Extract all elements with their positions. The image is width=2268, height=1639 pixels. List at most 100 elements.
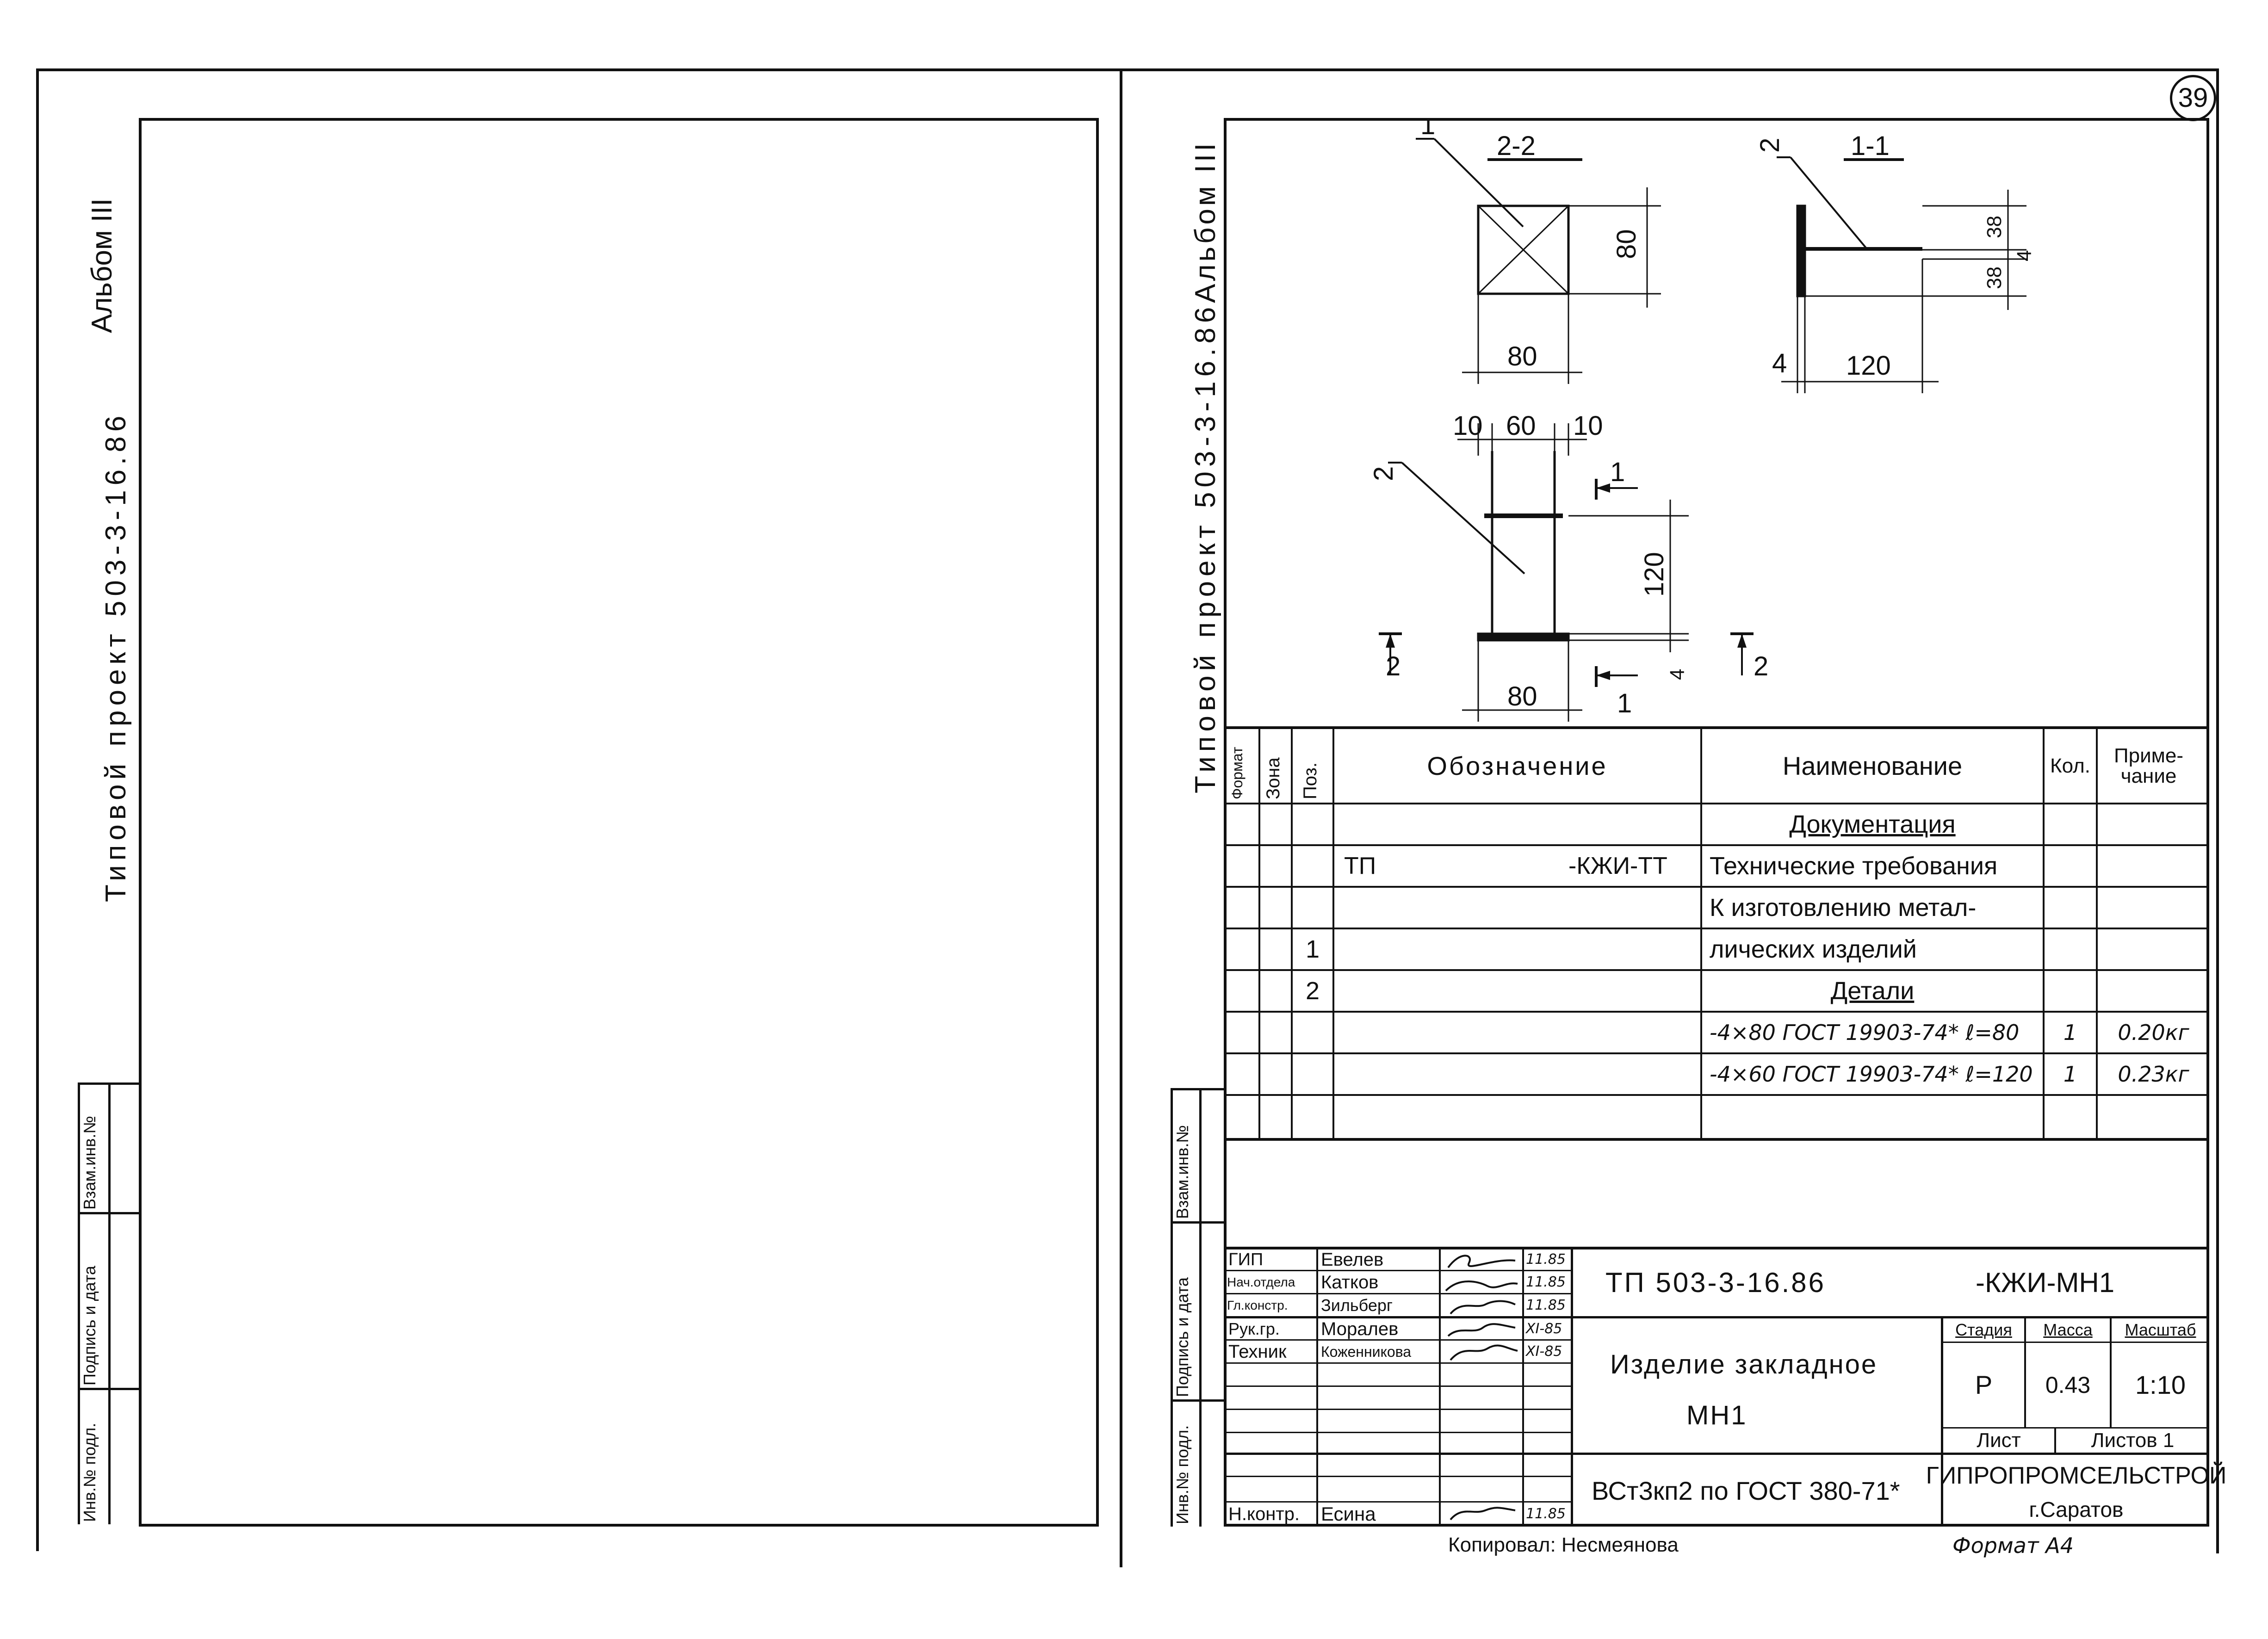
header-name: Наименование: [1782, 751, 1963, 780]
row-5-note: 0.20кг: [2118, 1020, 2189, 1045]
dim-plan-h: 120: [1639, 552, 1669, 597]
left-drawing-frame: [139, 118, 1099, 1527]
name-2: Зильберг: [1321, 1295, 1393, 1315]
date-3: XI-85: [1526, 1320, 1562, 1337]
dim-plan-tl: 10: [1453, 411, 1483, 441]
page-fold-line: [1120, 68, 1122, 1567]
title-line-1: Изделие закладное: [1610, 1349, 1878, 1379]
row-5-qty: 1: [2063, 1020, 2077, 1045]
role-5: Н.контр.: [1228, 1504, 1300, 1524]
date-0: 11.85: [1526, 1251, 1566, 1268]
left-project-label: Типовой проект 503-3-16.86: [100, 411, 132, 902]
section-2-2-plate: [1477, 204, 1570, 295]
signatures: [1445, 1255, 1518, 1521]
row-3-name: лических изделий: [1710, 935, 1917, 963]
header-pos: Поз.: [1300, 762, 1320, 799]
dim-1-1-title: 1-1: [1851, 131, 1890, 161]
row-3-pos: 1: [1305, 935, 1320, 963]
dim-1-1-pos: 2: [1755, 138, 1785, 153]
date-4: XI-85: [1526, 1343, 1562, 1360]
sheets-label: Листов 1: [2091, 1429, 2175, 1452]
right-album-label: Альбом III: [1190, 140, 1221, 303]
doc-code-a: ТП 503-3-16.86: [1605, 1267, 1826, 1298]
right-page-right-edge: [2216, 68, 2219, 1553]
row-5-name: -4×80 ГОСТ 19903-74* ℓ=80: [1710, 1020, 2020, 1045]
role-4: Техник: [1228, 1341, 1287, 1362]
header-designation: Обозначение: [1427, 751, 1608, 780]
dim-2-2-w: 80: [1507, 341, 1537, 371]
dim-1-1-d2: 38: [1983, 266, 2006, 289]
scale-label: Масштаб: [2125, 1320, 2196, 1339]
sheet-number: 39: [2178, 83, 2208, 113]
dim-plan-gap: 4: [1666, 669, 1689, 680]
left-stamp-inv: Инв.№ подл.: [80, 1423, 99, 1522]
dim-2-2-title: 2-2: [1497, 131, 1536, 161]
row-0-name: Документация: [1789, 810, 1956, 838]
format-label: Формат А4: [1952, 1533, 2074, 1558]
mass-value: 0.43: [2045, 1372, 2091, 1398]
name-0: Евелев: [1321, 1249, 1384, 1270]
role-2: Гл.констр.: [1227, 1298, 1288, 1312]
row-6-qty: 1: [2063, 1062, 2077, 1087]
dim-2-2-h: 80: [1611, 229, 1642, 259]
name-1: Катков: [1321, 1272, 1379, 1293]
right-stamp-inv: Инв.№ подл.: [1173, 1425, 1192, 1524]
name-5: Есина: [1321, 1503, 1376, 1525]
doc-code-b: -КЖИ-МН1: [1976, 1267, 2115, 1298]
material: ВСт3кп2 по ГОСТ 380-71*: [1592, 1476, 1900, 1505]
left-stamp-sign: Подпись и дата: [80, 1266, 99, 1385]
leader-pos2-top: [1790, 156, 1868, 250]
header-note: Приме-чание: [2113, 744, 2184, 787]
row-4-pos: 2: [1305, 977, 1320, 1005]
left-album-label: Альбом III: [86, 198, 118, 333]
left-page-left-edge: [36, 68, 39, 1551]
section-1-1-plate: [1796, 204, 1806, 297]
date-1: 11.85: [1526, 1274, 1566, 1290]
city: г.Саратов: [2029, 1497, 2124, 1521]
cut-1-bottom: 1: [1617, 688, 1632, 718]
sheet-number-circle: [2170, 75, 2216, 121]
date-2: 11.85: [1526, 1297, 1566, 1313]
copied-by: Копировал: Несмеянова: [1448, 1534, 1679, 1556]
date-5: 11.85: [1526, 1506, 1566, 1522]
leader-pos1: [1433, 138, 1524, 228]
sheet-label: Лист: [1977, 1429, 2021, 1452]
scale-value: 1:10: [2135, 1370, 2186, 1399]
row-6-name: -4×60 ГОСТ 19903-74* ℓ=120: [1710, 1062, 2033, 1087]
plan-base-plate: [1477, 632, 1570, 642]
row-1-des-a: ТП: [1344, 853, 1376, 879]
organization: ГИПРОПРОМСЕЛЬСТРОЙ: [1926, 1462, 2227, 1489]
dim-1-1-d3: 4: [2013, 250, 2036, 261]
row-1-des-b: -КЖИ-ТТ: [1568, 853, 1667, 879]
left-stamp-zam: Взам.инв.№: [80, 1115, 99, 1210]
dim-1-1-t: 4: [1772, 348, 1787, 378]
stage-value: Р: [1975, 1370, 1993, 1399]
right-page-top-edge: [1122, 68, 2219, 71]
right-stamp-zam: Взам.инв.№: [1173, 1125, 1192, 1219]
name-3: Моралев: [1321, 1318, 1399, 1339]
right-drawing-frame: [1224, 118, 2209, 1527]
dim-2-2-pos: 1: [1420, 120, 1435, 140]
cut-2-left: 2: [1386, 651, 1400, 681]
name-4: Коженникова: [1321, 1343, 1412, 1360]
header-format: Формат: [1229, 747, 1246, 799]
title-line-2: МН1: [1686, 1400, 1747, 1430]
dim-plan-tr: 10: [1573, 411, 1603, 441]
cut-2-right: 2: [1754, 651, 1768, 681]
dim-1-1-len: 120: [1846, 351, 1891, 381]
cut-1-top: 1: [1610, 457, 1625, 487]
leader-pos2-plan: [1401, 462, 1525, 575]
row-2-name: К изготовлению метал-: [1710, 894, 1977, 922]
row-4-name: Детали: [1830, 977, 1915, 1005]
right-project-label: Типовой проект 503-3-16.86: [1190, 302, 1221, 793]
dim-plan-pos: 2: [1369, 466, 1399, 481]
stage-label: Стадия: [1955, 1320, 2012, 1339]
embedded-part-drawing: 2-2 1 80 80 1-1 2 38 38 4 4 120 2 10 60 …: [1369, 120, 2036, 722]
left-page-top-edge: [36, 68, 1122, 71]
dim-plan-w: 80: [1507, 681, 1537, 711]
header-zone: Зона: [1263, 757, 1283, 799]
dim-1-1-d1: 38: [1983, 216, 2006, 238]
right-stamp-sign: Подпись и дата: [1173, 1277, 1192, 1397]
role-0: ГИП: [1228, 1250, 1264, 1269]
row-1-name: Технические требования: [1710, 852, 1998, 880]
